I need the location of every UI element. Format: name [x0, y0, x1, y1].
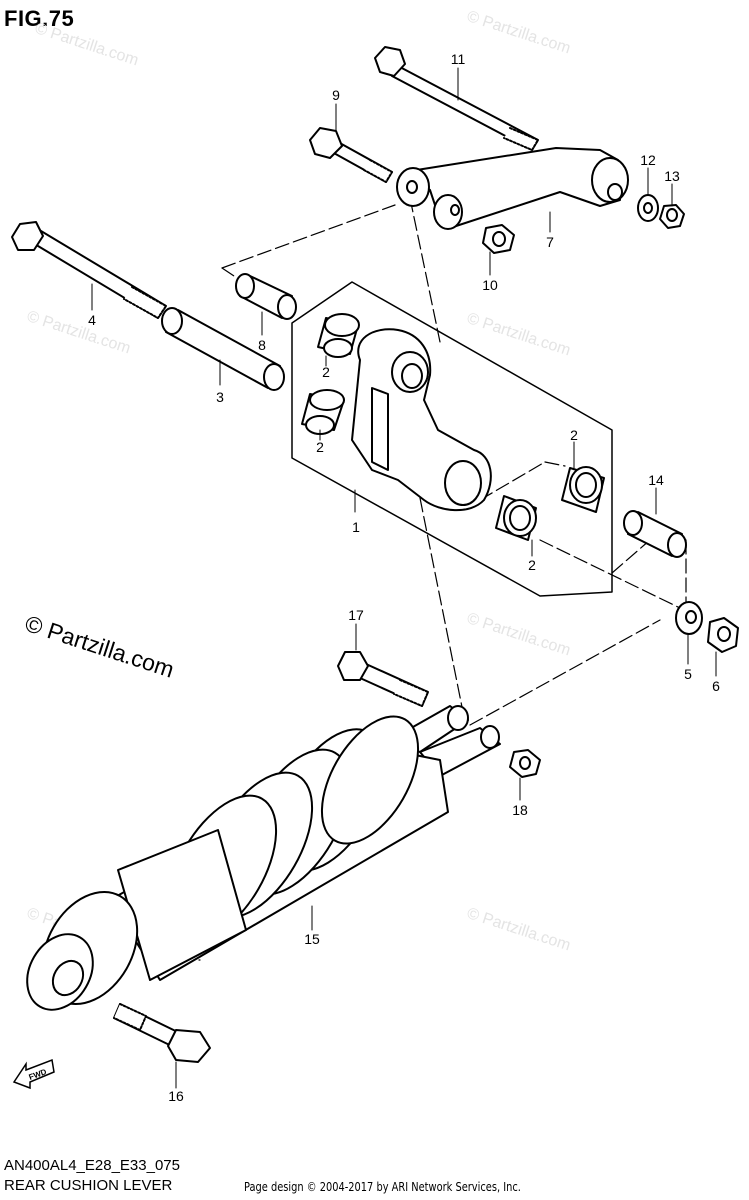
figure-title: FIG.75 [4, 6, 75, 31]
assembly-outline [291, 281, 613, 597]
callout-15: 15 [304, 931, 320, 947]
dashed-leaders [179, 197, 687, 961]
nut-18 [509, 749, 541, 778]
callout-9: 9 [332, 87, 340, 103]
nut-10 [482, 224, 515, 254]
callout-8: 8 [258, 337, 266, 353]
spacer-3 [161, 307, 285, 391]
callout-13: 13 [664, 168, 680, 184]
callout-11: 11 [451, 51, 466, 67]
callout-numbers: 1 2 2 2 2 3 4 5 6 7 8 9 10 11 12 13 14 1… [88, 51, 720, 1104]
bolt-4 [11, 221, 167, 319]
copyright-notice: Page design © 2004-2017 by ARI Network S… [244, 1180, 521, 1194]
bearing-2b [301, 389, 345, 435]
bolt-11 [374, 46, 539, 151]
bolt-9 [309, 127, 393, 183]
cushion-lever-1 [351, 328, 492, 512]
bearing-2d [495, 495, 537, 541]
callout-17: 17 [348, 607, 364, 623]
callout-18: 18 [512, 802, 528, 818]
bolt-16 [113, 1003, 211, 1063]
nut-6 [707, 617, 739, 653]
callout-5: 5 [684, 666, 692, 682]
shock-absorber-15 [26, 705, 501, 1011]
callout-3: 3 [216, 389, 224, 405]
callout-2: 2 [570, 427, 578, 443]
callout-2: 2 [316, 439, 324, 455]
callout-1: 1 [352, 519, 360, 535]
rod-7 [396, 147, 629, 230]
spacer-8 [235, 273, 297, 320]
callout-16: 16 [168, 1088, 184, 1104]
callout-2: 2 [528, 557, 536, 573]
bolt-17 [337, 651, 429, 707]
bearing-2c [561, 466, 605, 513]
nut-13 [659, 204, 685, 229]
callout-2: 2 [322, 364, 330, 380]
callout-4: 4 [88, 312, 96, 328]
callout-7: 7 [546, 234, 554, 250]
fwd-arrow-icon: FWD [12, 1058, 55, 1090]
callout-leaders [91, 67, 717, 1089]
figure-code: AN400AL4_E28_E33_075 [4, 1157, 180, 1174]
callout-12: 12 [640, 152, 656, 168]
washer-12 [637, 194, 659, 222]
washer-5 [675, 601, 703, 635]
callout-10: 10 [482, 277, 498, 293]
collar-14 [623, 510, 687, 558]
callout-14: 14 [648, 472, 664, 488]
figure-name: REAR CUSHION LEVER [4, 1177, 173, 1194]
callout-6: 6 [712, 678, 720, 694]
bearing-2a [317, 313, 360, 358]
